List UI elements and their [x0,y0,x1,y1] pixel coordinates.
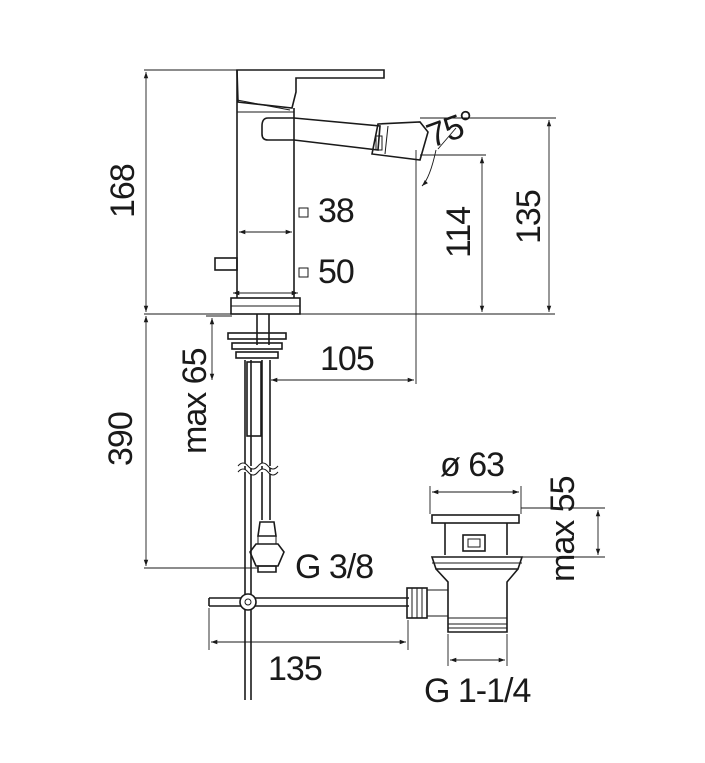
dim-label-max-55: max 55 [544,476,582,582]
square-icon-50 [298,267,309,278]
dim-label-135-rod: 135 [268,650,322,688]
dim-label-168: 168 [104,164,142,218]
dim-label-max-65: max 65 [176,348,214,454]
dim-label-105: 105 [320,340,374,378]
square-icon-38 [298,207,309,218]
dimension-lines [143,69,605,666]
pop-up-waste [427,514,524,633]
dim-label-diameter-63: ø 63 [440,446,504,484]
dim-label-g-3-8: G 3/8 [295,548,373,586]
dim-label-135-height: 135 [510,190,548,244]
dim-label-75-degrees: 75° [422,103,480,155]
dim-label-390: 390 [102,412,140,466]
dim-label-50: 50 [318,253,354,291]
dim-label-38: 38 [318,192,354,230]
dim-label-g-1-1-4: G 1-1/4 [424,672,530,710]
dim-label-114: 114 [440,207,478,258]
